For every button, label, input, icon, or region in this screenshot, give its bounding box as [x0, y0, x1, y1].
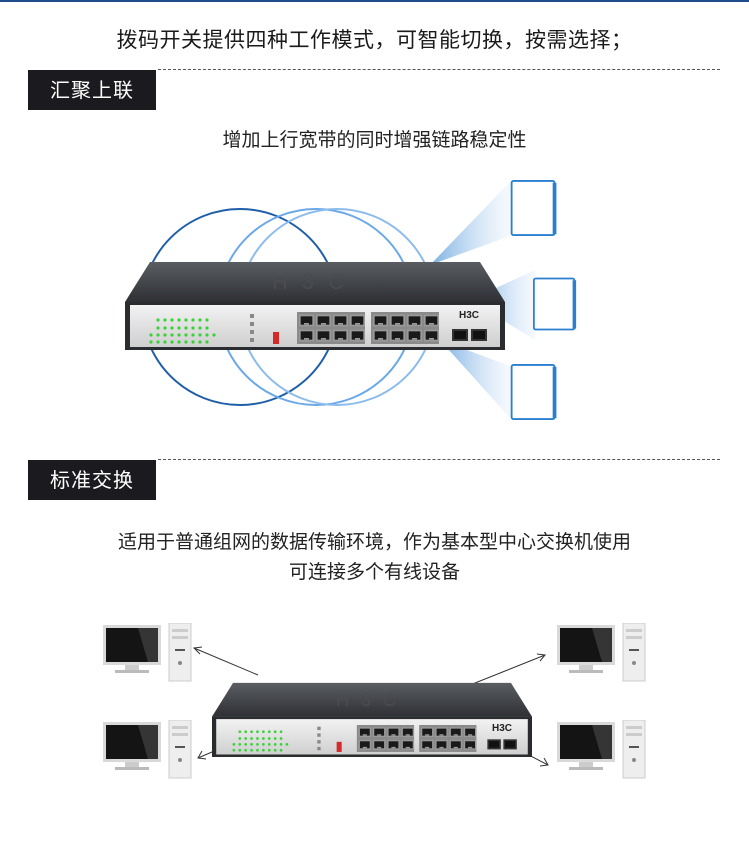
section-description: 适用于普通组网的数据传输环境，作为基本型中心交换机使用 [117, 531, 631, 553]
section-description-line2: 可连接多个有线设备 [288, 561, 460, 583]
desktop-pc-icon [103, 623, 192, 682]
section-tag-standard: 标准交换 [28, 460, 156, 500]
top-border-line [0, 0, 749, 2]
switch-front-logo: H3C [492, 723, 512, 734]
switch-top-logo: H3C [272, 269, 358, 294]
section-tag-uplink: 汇聚上联 [28, 70, 156, 110]
section-divider [158, 459, 720, 460]
section-divider [158, 69, 720, 70]
signal-beam [430, 182, 510, 265]
desktop-pc-icon [557, 623, 646, 682]
laptop-icon [510, 180, 558, 236]
desktop-pc-icon [103, 720, 192, 779]
intro-text: 拨码开关提供四种工作模式，可智能切换，按需选择； [116, 28, 633, 52]
laptop-icon [533, 277, 577, 331]
signal-beam [440, 340, 510, 418]
laptop-icon [510, 364, 558, 420]
switch-top-logo: H3C [336, 690, 408, 710]
desktop-pc-icon [557, 720, 646, 779]
switch-front-logo: H3C [459, 310, 479, 321]
section-description: 增加上行宽带的同时增强链路稳定性 [222, 129, 527, 151]
